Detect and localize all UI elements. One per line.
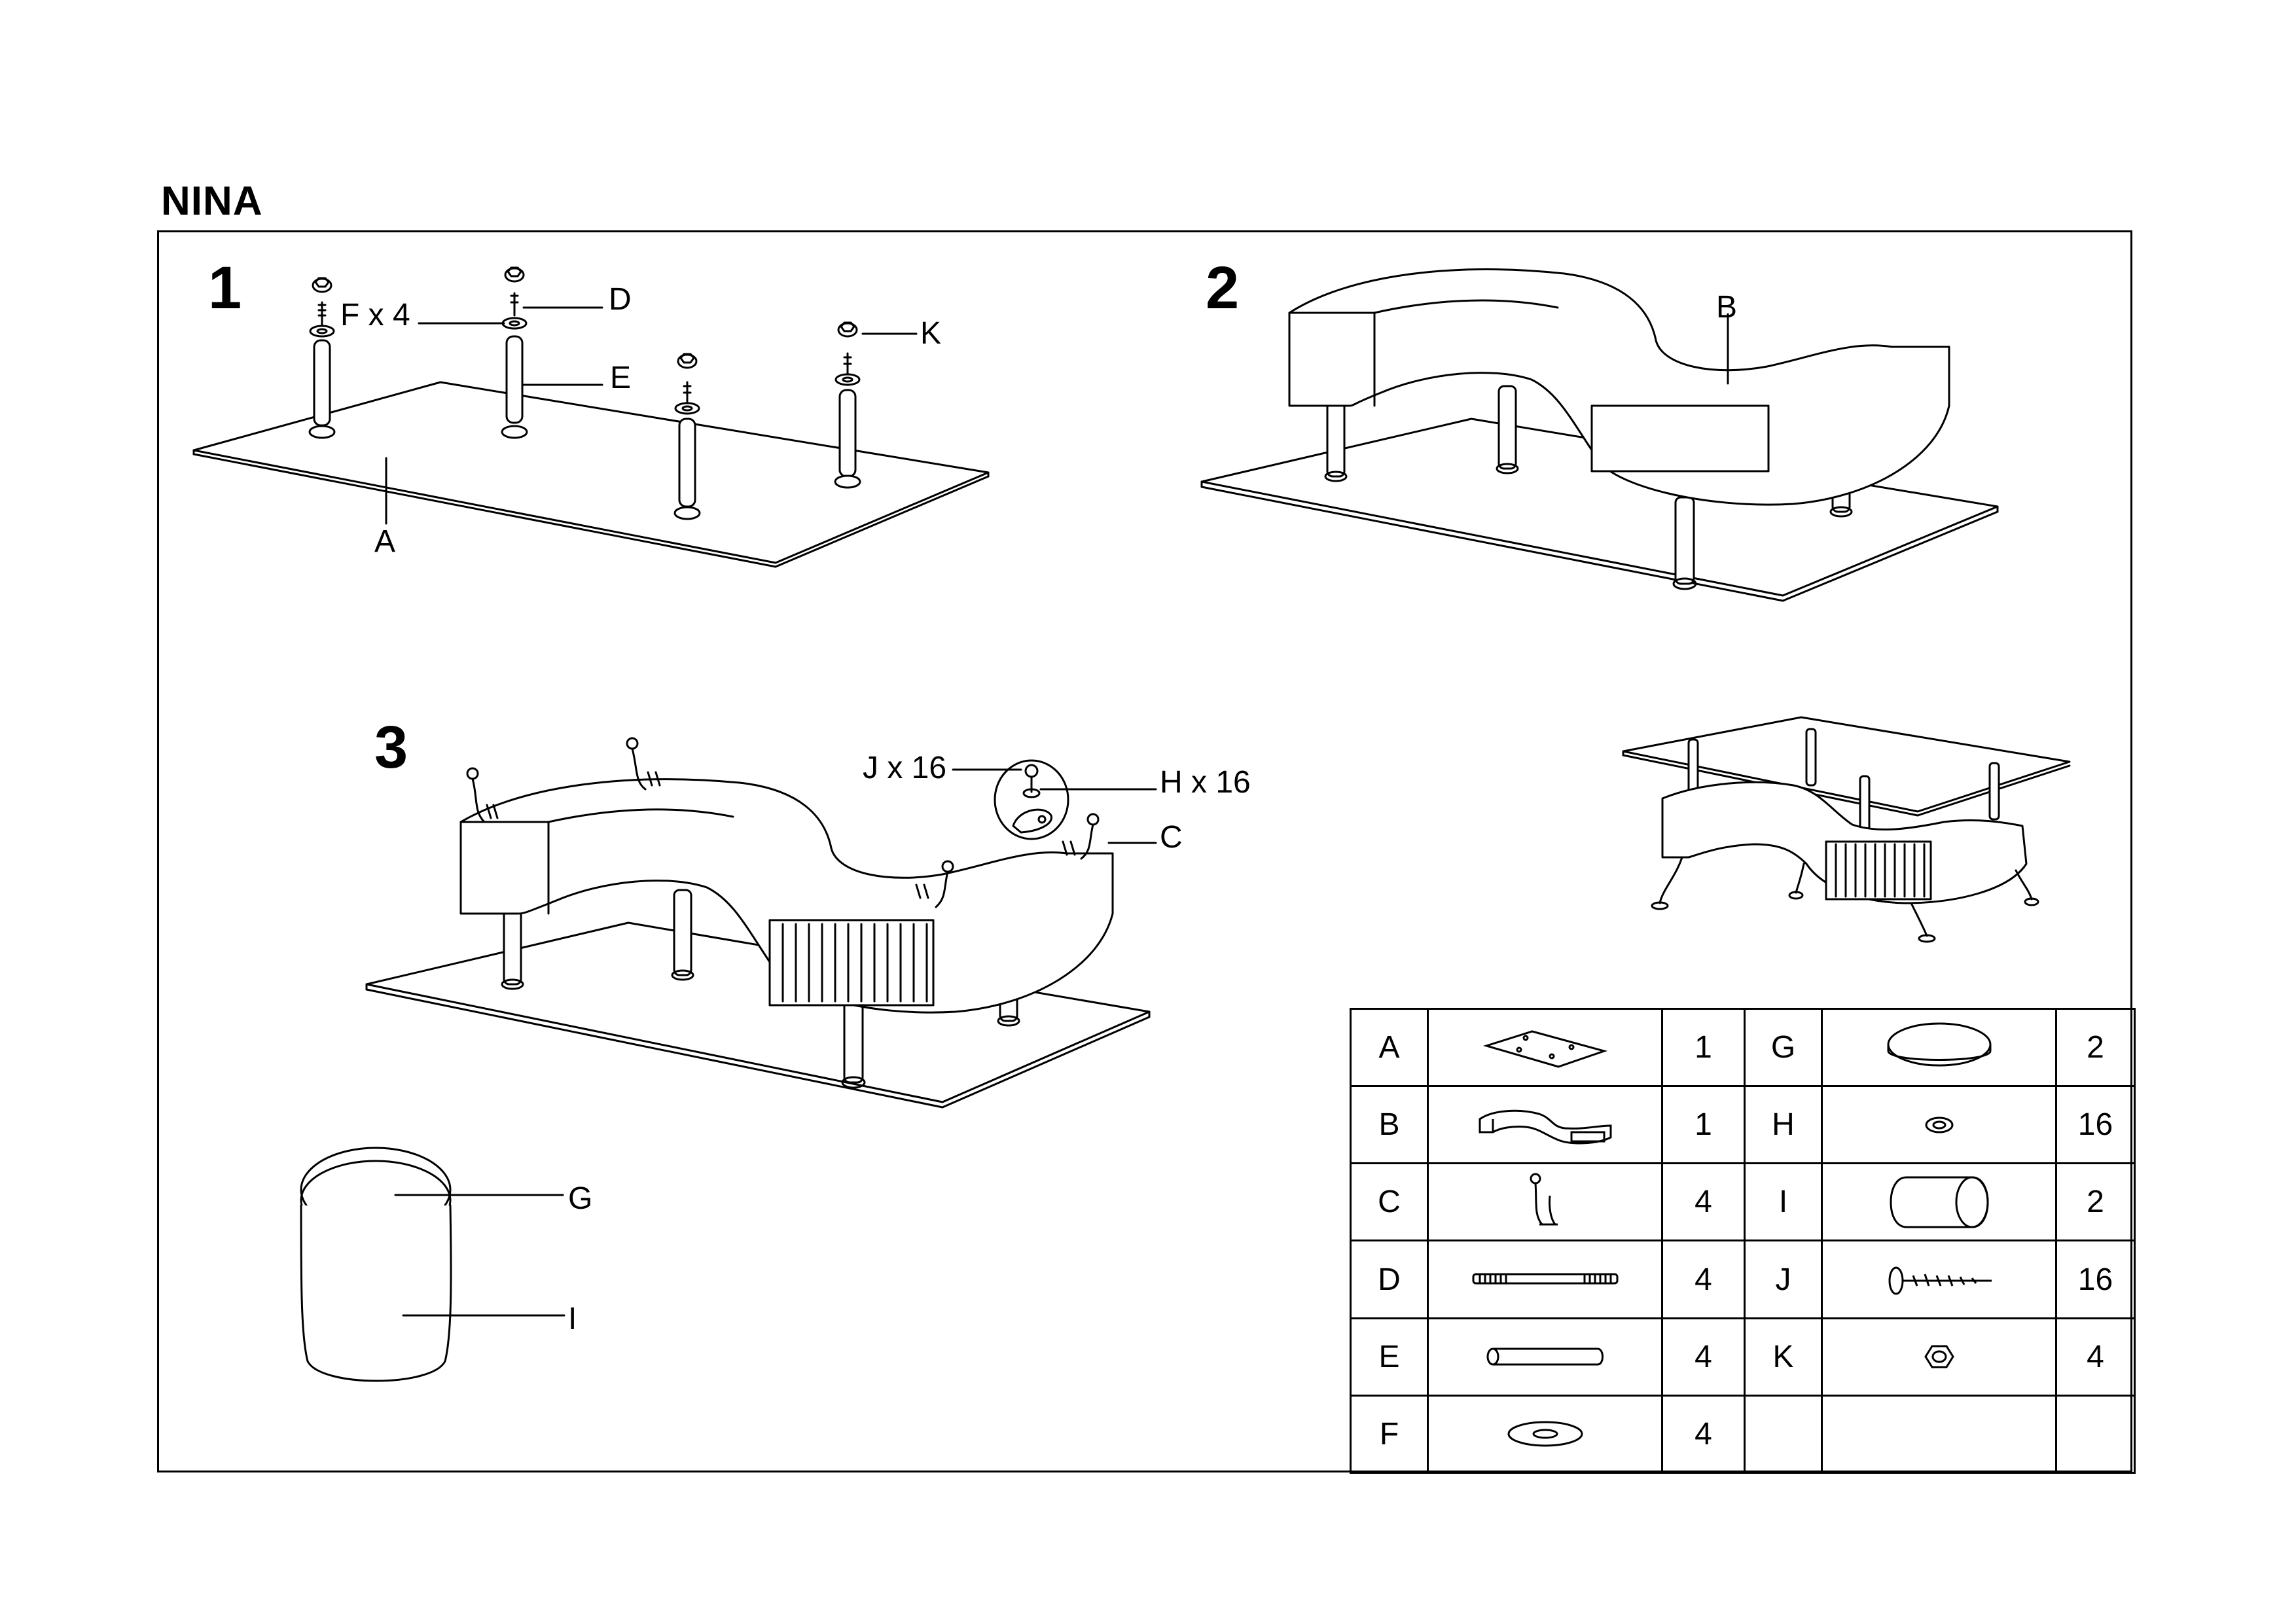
- parts-list-table: A 1 G 2 B 1 H 16 C 4 I 2 D: [1350, 1007, 2136, 1474]
- slatted-panel: [768, 919, 935, 1007]
- post-2: [501, 266, 528, 439]
- glass-plate-a: [192, 381, 990, 564]
- part-letter: H: [1744, 1085, 1823, 1165]
- part-image-cell: [1821, 1162, 2057, 1242]
- glass-plate-icon: [1482, 1030, 1607, 1068]
- callout-j-x16: J x 16: [863, 751, 947, 785]
- s-shaped-frame-icon: [1479, 1109, 1611, 1145]
- bracket-group-2: [626, 737, 661, 791]
- part-qty: 4: [1661, 1162, 1746, 1242]
- empty-cell: [2055, 1394, 2136, 1474]
- part-image-cell: [1427, 1394, 1663, 1474]
- instruction-frame: [157, 230, 2132, 1472]
- stool-body-icon: [1889, 1176, 1989, 1228]
- part-qty: 16: [2055, 1240, 2136, 1319]
- s-frame-b: [1288, 268, 1950, 506]
- part-qty: 4: [1661, 1240, 1746, 1319]
- callout-c: C: [1160, 820, 1183, 855]
- part-image-cell: [1427, 1162, 1663, 1242]
- step2-illustration: [1200, 268, 1999, 602]
- callout-a: A: [374, 524, 396, 559]
- post-4: [834, 321, 861, 489]
- part-image-cell: [1427, 1085, 1663, 1165]
- wood-screw-icon: [1888, 1266, 1992, 1295]
- step1-illustration: [192, 266, 990, 568]
- part-letter: F: [1350, 1394, 1429, 1474]
- parts-row: A 1 G 2: [1350, 1007, 2136, 1088]
- part-letter: E: [1350, 1317, 1429, 1397]
- threaded-rod-icon: [1472, 1273, 1618, 1285]
- part-image-cell: [1427, 1007, 1663, 1088]
- part-letter: K: [1744, 1317, 1823, 1397]
- part-qty: 4: [1661, 1317, 1746, 1397]
- part-letter: A: [1350, 1007, 1429, 1088]
- step-number-1: 1: [208, 255, 242, 321]
- document-title: NINA: [161, 179, 263, 224]
- bracket-group-4: [1062, 813, 1100, 860]
- parts-row: D 4 J 16: [1350, 1240, 2136, 1319]
- part-letter: B: [1350, 1085, 1429, 1165]
- empty-cell: [1821, 1394, 2057, 1474]
- parts-row: F 4: [1350, 1394, 2136, 1474]
- callout-i: I: [568, 1302, 577, 1336]
- curved-leg-bracket-icon: [1530, 1173, 1558, 1226]
- part-qty: 4: [2055, 1317, 2136, 1397]
- step-number-3: 3: [374, 714, 408, 781]
- part-letter: J: [1744, 1240, 1823, 1319]
- part-letter: C: [1350, 1162, 1429, 1242]
- large-washer-icon: [1507, 1421, 1583, 1447]
- callout-h-x16: H x 16: [1160, 765, 1251, 800]
- bracket-group-3: [915, 860, 954, 908]
- post-1: [308, 277, 336, 439]
- bracket-group-1: [466, 767, 499, 823]
- hex-nut-icon: [1924, 1345, 1954, 1368]
- part-qty: 2: [2055, 1162, 2136, 1242]
- part-image-cell: [1821, 1317, 2057, 1397]
- part-image-cell: [1821, 1085, 2057, 1165]
- step-number-2: 2: [1206, 255, 1240, 321]
- finished-table-illustration: [1622, 716, 2071, 943]
- parts-row: E 4 K 4: [1350, 1317, 2136, 1397]
- callout-e: E: [610, 361, 632, 395]
- empty-cell: [1744, 1394, 1823, 1474]
- part-image-cell: [1821, 1007, 2057, 1088]
- callout-g: G: [568, 1181, 593, 1216]
- post-3: [673, 353, 701, 520]
- finished-glass-top: [1622, 716, 2071, 813]
- small-washer-icon: [1925, 1116, 1953, 1133]
- part-qty: 2: [2055, 1007, 2136, 1088]
- step3-illustration: [365, 737, 1157, 1109]
- part-letter: D: [1350, 1240, 1429, 1319]
- callout-f-x4: F x 4: [340, 298, 410, 332]
- s-frame-step3: [459, 778, 1114, 1014]
- tube-post-icon: [1486, 1347, 1604, 1366]
- part-letter: G: [1744, 1007, 1823, 1088]
- part-image-cell: [1821, 1240, 2057, 1319]
- part-image-cell: [1427, 1240, 1663, 1319]
- part-qty: 16: [2055, 1085, 2136, 1165]
- part-letter: I: [1744, 1162, 1823, 1242]
- parts-row: C 4 I 2: [1350, 1162, 2136, 1242]
- part-qty: 1: [1661, 1085, 1746, 1165]
- parts-row: B 1 H 16: [1350, 1085, 2136, 1165]
- part-image-cell: [1427, 1317, 1663, 1397]
- stool-illustration: [300, 1147, 565, 1382]
- part-qty: 1: [1661, 1007, 1746, 1088]
- detail-circle: [994, 759, 1069, 840]
- stool-cushion-icon: [1887, 1022, 1991, 1067]
- callout-b: B: [1716, 290, 1738, 325]
- callout-k: K: [920, 316, 942, 351]
- callout-d: D: [609, 282, 632, 317]
- part-qty: 4: [1661, 1394, 1746, 1474]
